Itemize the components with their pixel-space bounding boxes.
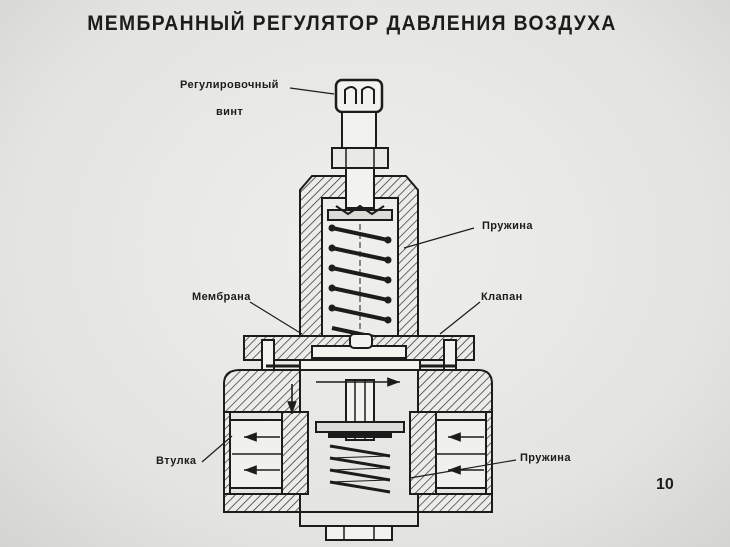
lower-body [223, 369, 493, 541]
label-valve: Клапан [481, 291, 523, 303]
adjusting-screw [331, 78, 389, 169]
diagram-title: МЕМБРАННЫЙ РЕГУЛЯТОР ДАВЛЕНИЯ ВОЗДУХА [87, 12, 617, 35]
label-adjusting-screw: Регулировочный [180, 79, 279, 91]
label-spring-top: Пружина [482, 220, 533, 232]
leader-lines [201, 87, 517, 479]
spring-housing [299, 167, 419, 337]
page-number: 10 [656, 476, 674, 493]
label-spring-bottom: Пружина [520, 452, 571, 464]
label-bushing: Втулка [156, 455, 197, 467]
label-adjusting-screw-line2: винт [216, 106, 244, 118]
label-membrane: Мембрана [192, 291, 251, 303]
upper-spring [328, 224, 392, 342]
flow-arrows [244, 377, 484, 475]
